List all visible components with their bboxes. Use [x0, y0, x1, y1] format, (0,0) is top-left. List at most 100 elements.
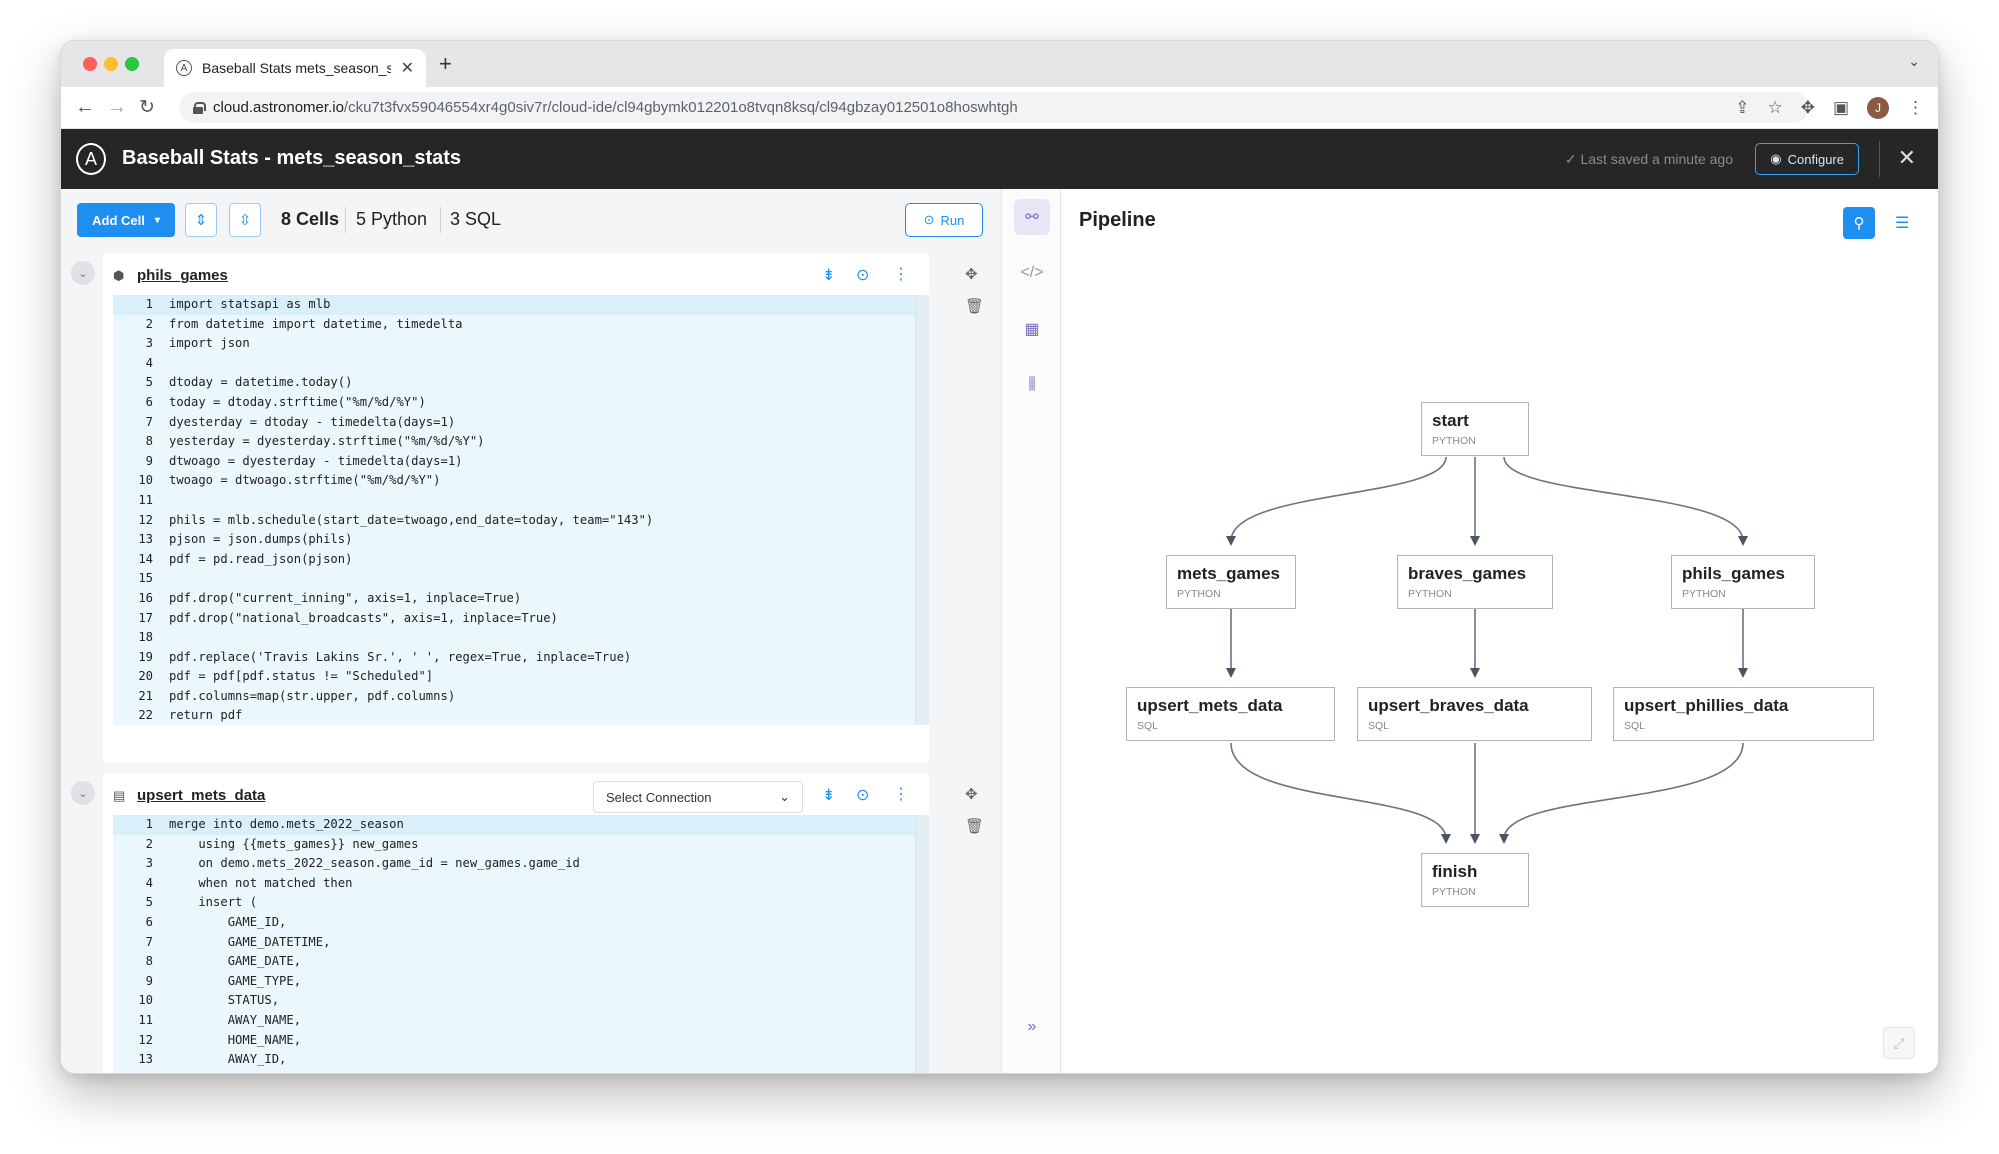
connection-select[interactable]: Select Connection ⌄	[593, 781, 803, 813]
pipeline-node-mets-games[interactable]: mets_games PYTHON	[1166, 555, 1296, 609]
delete-cell-icon[interactable]: 🗑	[965, 298, 985, 315]
run-button[interactable]: ⊙ Run	[905, 203, 983, 237]
code-line[interactable]: 6 GAME_ID,	[113, 913, 929, 933]
pipeline-edges	[1226, 456, 1748, 844]
pipeline-node-start[interactable]: start PYTHON	[1421, 402, 1529, 456]
code-line[interactable]: 4 when not matched then	[113, 874, 929, 894]
fullscreen-icon[interactable]: ⤢	[1883, 1027, 1915, 1059]
code-view-icon[interactable]: </>	[1020, 264, 1044, 281]
configure-button[interactable]: ◉ Configure	[1755, 143, 1859, 175]
delete-cell-icon[interactable]: 🗑	[965, 818, 985, 835]
code-line[interactable]: 8 GAME_DATE,	[113, 952, 929, 972]
line-number: 5	[145, 895, 153, 910]
drag-handle-icon[interactable]: ✥	[965, 266, 978, 283]
expand-all-icon[interactable]: ⇕	[185, 203, 217, 237]
url-field[interactable]: cloud.astronomer.io/cku7t3fvx59046554xr4…	[179, 92, 1809, 123]
cell-menu-icon[interactable]: ⋮	[893, 786, 909, 803]
pipeline-view-icon[interactable]: ⚯	[1014, 199, 1050, 235]
profile-avatar[interactable]: J	[1867, 97, 1889, 119]
astronomer-logo-icon[interactable]: A	[76, 143, 106, 175]
pipeline-node-phils-games[interactable]: phils_games PYTHON	[1671, 555, 1815, 609]
pipeline-node-upsert-mets-data[interactable]: upsert_mets_data SQL	[1126, 687, 1335, 741]
run-cell-icon[interactable]: ⊙	[856, 787, 870, 804]
share-icon[interactable]: ⇪	[1735, 98, 1750, 117]
code-line[interactable]: 2 using {{mets_games}} new_games	[113, 835, 929, 855]
pipeline-node-upsert-braves-data[interactable]: upsert_braves_data SQL	[1357, 687, 1592, 741]
expand-panel-icon[interactable]: »	[1027, 1018, 1037, 1035]
pipeline-node-upsert-phillies-data[interactable]: upsert_phillies_data SQL	[1613, 687, 1874, 741]
code-line[interactable]: 11 AWAY_NAME,	[113, 1011, 929, 1031]
schedule-calendar-icon[interactable]: ▦	[1024, 321, 1040, 338]
code-line[interactable]: 7 GAME_DATETIME,	[113, 933, 929, 953]
add-cell-below-icon[interactable]: ⇟	[822, 267, 836, 284]
collapse-all-icon[interactable]: ⇳	[229, 203, 261, 237]
code-line[interactable]: 11	[113, 491, 929, 511]
pipeline-node-braves-games[interactable]: braves_games PYTHON	[1397, 555, 1553, 609]
add-cell-below-icon[interactable]: ⇟	[822, 787, 836, 804]
cell-menu-icon[interactable]: ⋮	[893, 266, 909, 283]
scrollbar[interactable]	[915, 815, 929, 1073]
code-line[interactable]: 9 GAME_TYPE,	[113, 972, 929, 992]
cell-collapse-toggle[interactable]: ⌄	[71, 261, 95, 285]
scrollbar[interactable]	[915, 295, 929, 725]
line-text: today = dtoday.strftime("%m/%d/%Y")	[169, 394, 426, 409]
window-zoom-button[interactable]	[125, 57, 139, 71]
code-line[interactable]: 3 on demo.mets_2022_season.game_id = new…	[113, 854, 929, 874]
astronomer-favicon-icon: A	[176, 60, 192, 76]
code-line[interactable]: 18	[113, 628, 929, 648]
graph-layout-icon[interactable]: ⚲	[1843, 207, 1875, 239]
tab-search-icon[interactable]: ⌄	[1908, 53, 1920, 69]
cell-collapse-toggle[interactable]: ⌄	[71, 781, 95, 805]
cell-name[interactable]: upsert_mets_data	[137, 787, 266, 804]
run-cell-icon[interactable]: ⊙	[856, 267, 870, 284]
node-type: PYTHON	[1432, 435, 1476, 447]
forward-arrow-icon[interactable]: →	[107, 96, 127, 118]
code-line[interactable]: 15	[113, 569, 929, 589]
code-line[interactable]: 12 HOME_NAME,	[113, 1031, 929, 1051]
library-books-icon[interactable]: ⫼	[1028, 376, 1036, 393]
drag-handle-icon[interactable]: ✥	[965, 786, 978, 803]
add-cell-button[interactable]: Add Cell ▾	[77, 203, 175, 237]
window-close-button[interactable]	[83, 57, 97, 71]
chrome-menu-icon[interactable]: ⋮	[1907, 98, 1924, 117]
browser-tab[interactable]: A Baseball Stats mets_season_s ✕	[164, 49, 426, 87]
cell-name[interactable]: phils_games	[137, 267, 228, 284]
line-number: 22	[138, 708, 153, 723]
code-line[interactable]: 4	[113, 354, 929, 374]
back-arrow-icon[interactable]: ←	[75, 96, 95, 118]
side-panel-icon[interactable]: ▣	[1832, 98, 1849, 117]
close-icon[interactable]: ✕	[1897, 145, 1916, 170]
tab-close-icon[interactable]: ✕	[400, 60, 414, 77]
code-line[interactable]: 13 AWAY_ID,	[113, 1050, 929, 1070]
list-layout-icon[interactable]: ☰	[1895, 215, 1910, 232]
bookmark-star-icon[interactable]: ☆	[1767, 98, 1783, 117]
pipeline-node-finish[interactable]: finish PYTHON	[1421, 853, 1529, 907]
extensions-puzzle-icon[interactable]: ✥	[1800, 98, 1815, 117]
window-minimize-button[interactable]	[104, 57, 118, 71]
reload-icon[interactable]: ↻	[139, 97, 155, 118]
code-line[interactable]: 5 insert (	[113, 893, 929, 913]
new-tab-icon[interactable]: +	[439, 51, 452, 76]
code-line[interactable]: 10 STATUS,	[113, 991, 929, 1011]
